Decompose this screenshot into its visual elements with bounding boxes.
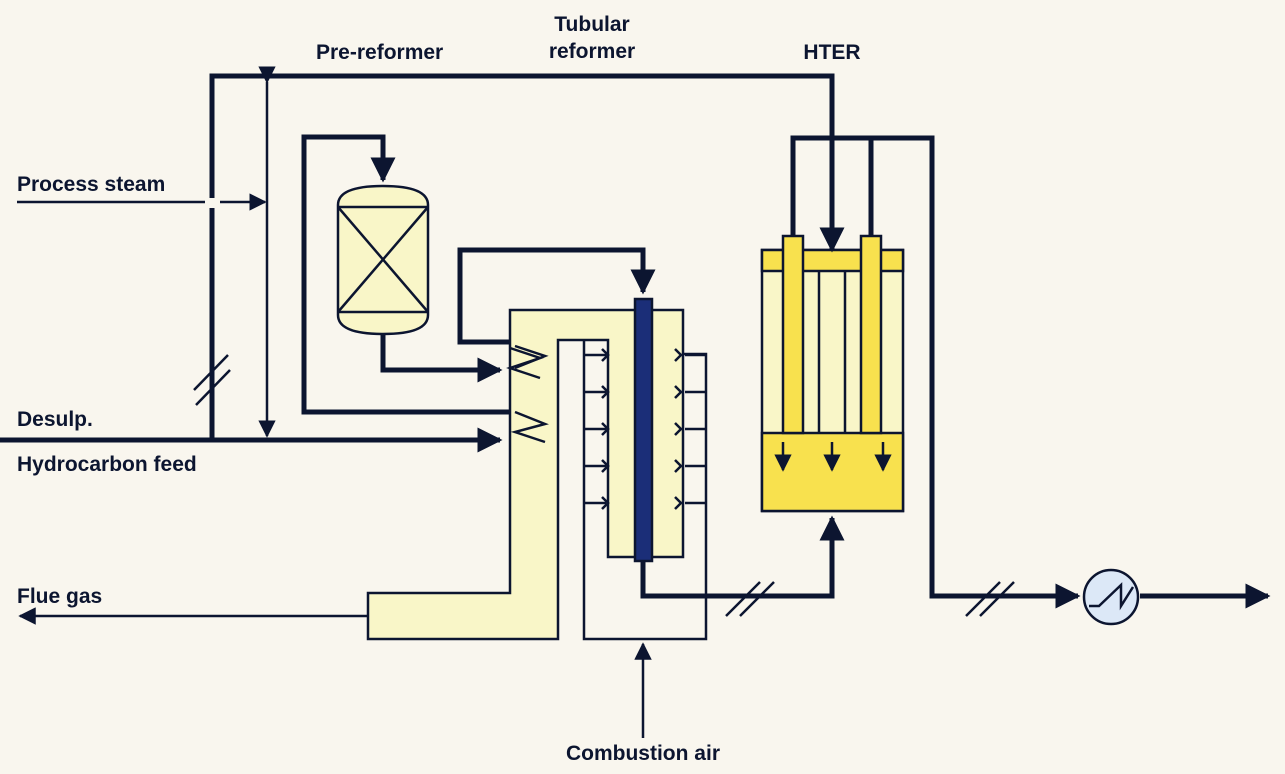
pipe-break-marks	[193, 354, 1015, 617]
convection-coil-upper-2	[514, 344, 549, 370]
tubular-reformer-label-line2: reformer	[549, 40, 635, 63]
coil-to-reformer-tube	[457, 247, 656, 345]
reformer-outlet-to-hter	[640, 515, 845, 599]
convection-coil-lower	[510, 410, 549, 444]
pre-reformer-label: Pre-reformer	[316, 41, 443, 64]
process-steam-label: Process steam	[17, 173, 165, 196]
reformer-tube	[633, 297, 654, 563]
flue-gas-label: Flue gas	[17, 585, 102, 608]
hter-outlet-line	[790, 135, 1081, 609]
pre-reformer-outlet	[380, 334, 503, 383]
burner-arrows-left	[584, 348, 610, 510]
tubular-reformer-label-line1: Tubular	[554, 13, 629, 36]
pre-reformer-vessel	[336, 184, 430, 336]
convection-coil-upper	[506, 346, 544, 380]
furnace-convection-section	[366, 308, 685, 641]
feed-to-pre-reformer	[301, 134, 510, 415]
pipe-crossing-gap	[208, 198, 216, 208]
hter-vessel	[760, 234, 905, 513]
burner-arrows-right	[674, 348, 706, 510]
combustion-air-label: Combustion air	[566, 742, 720, 765]
hter-label: HTER	[803, 41, 860, 64]
steam-line-to-hter	[209, 73, 845, 440]
hydrocarbon-feed-label: Hydrocarbon feed	[17, 453, 197, 476]
desulp-label: Desulp.	[17, 408, 93, 431]
heat-exchanger-icon	[1082, 568, 1140, 626]
